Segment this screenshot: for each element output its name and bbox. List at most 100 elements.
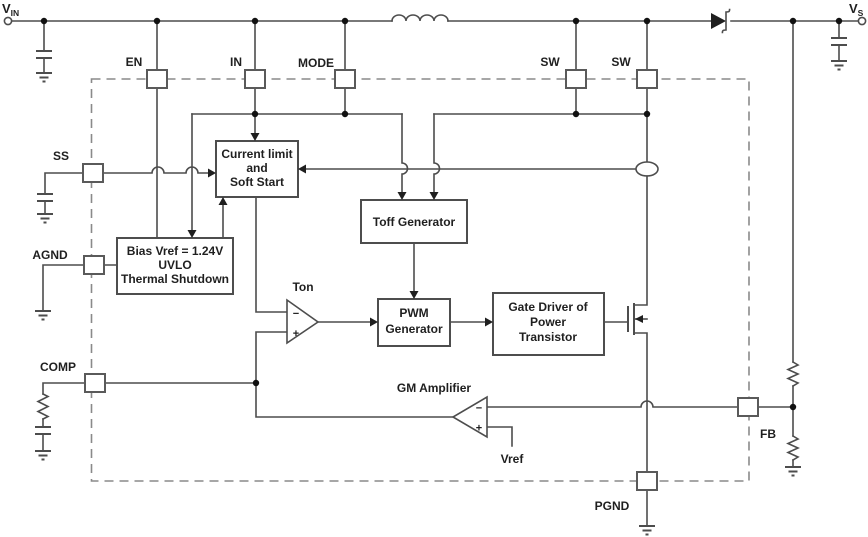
pin-label: AGND	[32, 248, 68, 262]
pin-fb: FB	[737, 397, 776, 441]
pin-label: SS	[53, 149, 69, 163]
pin-label: MODE	[298, 56, 334, 70]
block-text: Power	[530, 315, 566, 329]
pin-ss: SS	[53, 149, 104, 183]
ss-capacitor-icon	[37, 172, 84, 224]
pin-label: SW	[540, 55, 560, 69]
wire-fb-sense	[486, 400, 739, 408]
pin-agnd: AGND	[32, 248, 105, 275]
vin-sub: IN	[11, 8, 20, 18]
plus-sign: +	[476, 423, 482, 435]
pin-label: PGND	[595, 499, 630, 513]
ic-boundary	[90, 78, 750, 482]
wire	[44, 172, 84, 215]
junction	[835, 17, 843, 25]
schottky-diode-icon	[711, 8, 731, 34]
terminal-circle	[3, 16, 13, 26]
resistor-icon	[786, 434, 800, 462]
wire-climit-to-ton	[255, 196, 288, 313]
vs-v: V	[849, 1, 858, 16]
arrow-right	[370, 317, 378, 327]
arrow-up	[218, 197, 228, 205]
arrow-right	[485, 317, 493, 327]
block-toff-generator: Toff Generator	[360, 199, 468, 244]
pin-square	[565, 69, 587, 89]
resistor-icon	[786, 360, 800, 388]
pin-square	[82, 163, 104, 183]
capacitor-plates	[37, 193, 53, 202]
pin-square	[636, 471, 658, 491]
resistor-icon	[36, 392, 50, 421]
pin-label: EN	[126, 55, 143, 69]
block-outline	[492, 292, 605, 356]
comp-rc-network-icon	[35, 382, 86, 461]
block-text: UVLO	[158, 258, 191, 272]
ground-icon	[785, 466, 801, 477]
pin-square	[83, 255, 105, 275]
wire-toff-drop1	[401, 113, 409, 194]
junction	[341, 110, 349, 118]
wire-comp-to-ton	[255, 331, 288, 384]
arrowheads	[187, 133, 493, 327]
wire-vref	[486, 426, 513, 447]
arrow-left	[298, 164, 306, 174]
ton-label: Ton	[292, 280, 313, 294]
block-text: Current limit	[221, 147, 292, 161]
output-capacitor-icon	[831, 20, 847, 71]
mosfet-source	[633, 332, 648, 473]
block-current-limit: Current limit and Soft Start	[215, 140, 299, 198]
block-pwm-generator: PWM Generator	[377, 298, 451, 347]
vin-label: VIN	[2, 1, 19, 18]
vs-sub: S	[858, 8, 864, 18]
agnd-ground-icon	[35, 310, 51, 321]
block-text: and	[246, 161, 267, 175]
junction	[572, 17, 580, 25]
wire-agnd	[42, 264, 118, 312]
plus-sign: +	[293, 328, 299, 340]
minus-sign: −	[476, 403, 482, 415]
arrow-down	[250, 133, 260, 141]
pin-sw2: SW	[611, 55, 658, 89]
pin-square	[737, 397, 759, 417]
mosfet-icon	[627, 175, 648, 473]
junction	[252, 379, 260, 387]
gm-amplifier-icon: − +	[451, 395, 488, 439]
arrow-down	[187, 230, 197, 238]
vref-label: Vref	[501, 452, 525, 466]
block-outline	[215, 140, 299, 198]
gm-amplifier-label: GM Amplifier	[397, 381, 472, 395]
minus-sign: −	[293, 308, 299, 320]
terminal-circle	[857, 16, 867, 26]
pin-comp: COMP	[40, 360, 106, 393]
diode-cathode	[721, 8, 731, 34]
pin-mode: MODE	[298, 56, 356, 89]
junction	[789, 17, 797, 25]
comparator-triangle	[286, 298, 320, 345]
input-capacitor-icon	[36, 20, 52, 83]
vin-v: V	[2, 1, 11, 16]
junction	[789, 403, 797, 411]
junction	[153, 17, 161, 25]
pin-label: SW	[611, 55, 631, 69]
capacitor-plates	[36, 50, 52, 59]
mosfet-drain	[633, 175, 648, 306]
pin-label: COMP	[40, 360, 76, 374]
ground-icon	[36, 72, 52, 83]
junction	[40, 17, 48, 25]
inductor-icon	[391, 14, 449, 22]
amplifier-triangle	[451, 395, 488, 439]
ton-comparator-icon: − +	[286, 298, 320, 345]
pin-in: IN	[230, 55, 266, 89]
pgnd-ground-icon	[639, 525, 655, 536]
capacitor-plates	[35, 426, 51, 435]
ground-icon	[35, 450, 51, 461]
diode-anode	[711, 13, 726, 29]
pin-square	[84, 373, 106, 393]
pin-en: EN	[126, 55, 168, 89]
current-sense-icon	[635, 161, 659, 177]
block-text: Soft Start	[230, 175, 284, 189]
arrow-down	[409, 291, 419, 299]
arrow-down	[429, 192, 439, 200]
pin-square	[244, 69, 266, 89]
